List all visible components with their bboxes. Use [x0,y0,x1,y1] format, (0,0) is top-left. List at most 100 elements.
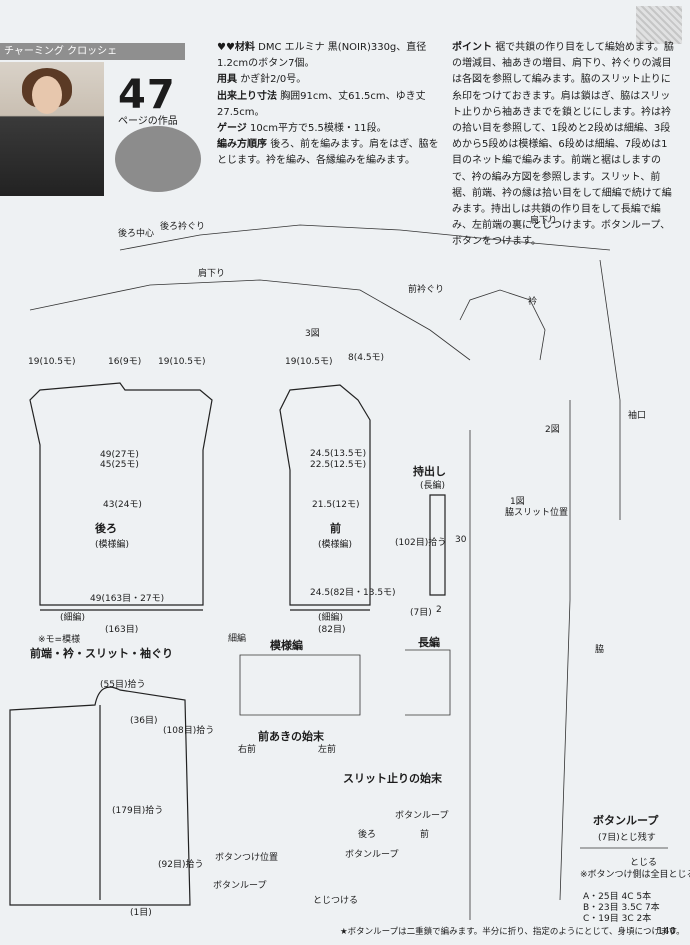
placket-title: 持出し [413,465,446,478]
edging-title: 前端・衿・スリット・袖ぐり [30,647,173,660]
loop-note3: ※ボタンつけ側は全目とじる [580,870,690,880]
armhole-chart [599,259,621,520]
back-title: 後ろ [95,522,117,535]
m-p4: 2 [436,605,442,615]
label-shoulder-drop-1: 肩下り [530,216,558,226]
size-text: 胸囲91cm、丈61.5cm、ゆき丈27.5cm。 [217,90,426,118]
placket-sub: (長編) [420,481,446,491]
attach-label: とじつける [313,896,359,906]
m-b5: (163目) [105,625,139,635]
back-neckline-chart [119,224,611,251]
shoulder-chart [29,279,471,361]
front-title: 前 [330,522,341,535]
button-loop-label-3: ボタンループ [345,850,399,860]
m-p1: (102目)拾う [395,538,447,548]
button-loop-label-1: ボタンループ [213,881,267,891]
m-back-top: 19(10.5モ) [28,357,76,367]
yarn-swatch [115,126,201,192]
front-label-small: 前 [420,830,430,840]
work-number: 47 [118,72,176,118]
label-slit-mark: 脇スリット位置 [505,508,569,518]
button-loop-title: ボタンループ [593,814,659,827]
label-side: 脇 [595,645,605,655]
front-opening-title: 前あきの始末 [258,730,324,743]
back-body-outline [29,382,213,606]
right-front-label: 右前 [238,745,257,755]
tools-text: かぎ針2/0号。 [240,74,307,86]
collar-chart [459,289,546,361]
m-e6: (1目) [130,908,152,918]
slit-finish-title: スリット止りの始末 [343,772,442,785]
label-fig2: 2図 [545,425,560,435]
m-b1: 49(27モ) [100,450,139,460]
m-b2: 45(25モ) [100,460,139,470]
m-b4: 49(163目・27モ) [90,594,165,604]
size-label: 出来上り寸法 [217,90,277,102]
sc-title: 細編 [228,634,247,644]
label-fig1: 1図 [510,497,525,507]
loop-note: (7目)とじ残す [598,833,656,843]
point-label: ポイント [452,42,492,53]
order-label: 編み方順序 [217,139,267,151]
point-text: 裾で共鎖の作り目をして編始めます。脇の増減目、袖あきの増目、肩下り、衿ぐりの減目… [452,42,674,248]
pattern-swatch-chart [239,654,361,716]
front-sub: (模様編) [318,540,353,550]
front-hem-label: (細編) [318,613,344,623]
button-pos-label: ボタンつけ位置 [215,853,279,863]
side-chart-line [559,400,571,901]
dc-title: 長編 [418,636,440,649]
back-hem-label: (細編) [60,613,86,623]
m-front-neck: 8(4.5モ) [348,353,385,363]
materials-text: DMC エルミナ 黒(NOIR)330g、直径1.2cmのボタン7個。 [217,42,427,70]
m-p2: 30 [455,535,467,545]
pattern-title: 模様編 [270,639,303,652]
order-text: 後ろ、前を編みます。肩をはぎ、脇をとじます。衿を編み、各縁編みを編みます。 [217,139,439,167]
m-f3: 21.5(12モ) [312,500,360,510]
back-label-small: 後ろ [358,830,377,840]
footer-note: ★ボタンループは二重鎖で編みます。半分に折り、指定のようにとじて、身頃につけます… [340,927,685,937]
m-e4: (179目)拾う [112,806,164,816]
materials-label: ♥♥材料 [217,42,255,53]
instructions-col1: ♥♥材料 DMC エルミナ 黒(NOIR)330g、直径1.2cmのボタン7個。… [217,40,442,170]
label-shoulder-drop-2: 肩下り [198,269,226,279]
label-armhole: 袖口 [628,411,647,421]
m-f1: 24.5(13.5モ) [310,449,367,459]
yarn-b: B・23目 3.5C 7本 [583,903,660,913]
m-back-neck: 16(9モ) [108,357,142,367]
m-b3: 43(24モ) [103,500,142,510]
label-collar: 衿 [528,297,538,307]
placket-outline [429,494,446,596]
m-f5: (82目) [318,625,346,635]
front-body-outline [279,384,371,606]
yarn-a: A・25目 4C 5本 [583,892,652,902]
label-back-neckline: 後ろ衿ぐり [160,222,206,232]
loop-note2: とじる [630,858,658,868]
left-front-label: 左前 [318,745,337,755]
gauge-label: ゲージ [217,123,247,135]
section-tag: チャーミング クロッシェ [0,43,185,60]
edging-outline [9,686,191,906]
m-e3: (108目)拾う [163,726,215,736]
tools-label: 用具 [217,74,237,86]
yarn-c: C・19目 3C 2本 [583,914,652,924]
m-e2: (36目) [130,716,158,726]
label-fig3: 3図 [305,329,320,339]
gauge-text: 10cm平方で5.5模様・11段。 [250,123,387,135]
dc-chart [405,649,451,716]
motif-note: ※モ=模様 [38,635,81,645]
button-loop-label-2: ボタンループ [395,811,449,821]
label-front-neckline: 前衿ぐり [408,285,445,295]
m-front-top: 19(10.5モ) [285,357,333,367]
back-sub: (模様編) [95,540,130,550]
m-e1: (55目)拾う [100,680,146,690]
m-f2: 22.5(12.5モ) [310,460,367,470]
m-p3: (7目) [410,608,432,618]
page-number: 140 [656,926,676,937]
work-caption: ページの作品 [118,116,178,127]
model-photo [0,62,104,196]
m-back-top2: 19(10.5モ) [158,357,206,367]
label-back-neck-center: 後ろ中心 [118,229,155,239]
instructions-col2: ポイント 裾で共鎖の作り目をして編始めます。脇の増減目、袖あきの増目、肩下り、衿… [452,40,677,251]
corner-stamp [636,6,682,44]
